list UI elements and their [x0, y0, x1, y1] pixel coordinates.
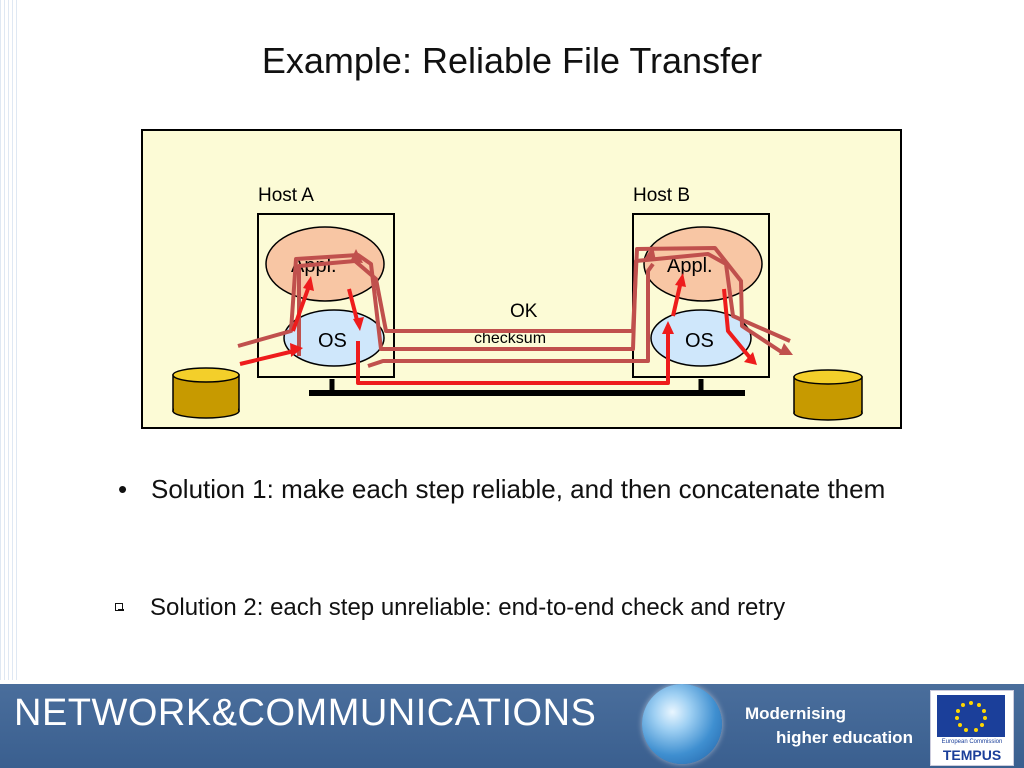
footer-slogan-line-1: Modernising	[745, 704, 847, 723]
globe-icon	[642, 684, 722, 764]
per-step-arrowheads	[290, 273, 757, 365]
footer-brand: NETWORK&COMMUNICATIONS	[14, 692, 597, 734]
end-to-end-arrowheads	[350, 246, 793, 355]
logo-name-text: TEMPUS	[942, 747, 1002, 763]
red-arrow-4	[662, 321, 674, 334]
host-b-appl-label: Appl.	[667, 255, 713, 277]
host-b-disk-icon	[793, 369, 863, 421]
arrowhead-host-a-appl	[350, 249, 363, 263]
red-segment-appl-to-os	[347, 288, 360, 325]
footer-slogan-line-2: higher education	[776, 728, 913, 747]
checksum-label: checksum	[474, 330, 546, 347]
per-step-path	[239, 280, 753, 385]
logo-org-text: European Commission	[941, 739, 1003, 745]
red-segment-over-network	[356, 331, 670, 385]
bullet-text: Solution 1: make each step reliable, and…	[151, 474, 886, 504]
host-b-os-label: OS	[685, 330, 714, 352]
red-segment-os-to-appl	[291, 285, 311, 332]
red-arrow-6	[744, 352, 757, 365]
slide-title: Example: Reliable File Transfer	[261, 40, 763, 81]
footer-banner: NETWORK&COMMUNICATIONS Modernising highe…	[0, 684, 1024, 768]
arrowhead-host-b-disk	[779, 343, 793, 355]
red-segment-os-to-appl-b	[671, 280, 683, 317]
host-a-os-label: OS	[318, 330, 347, 352]
red-arrow-1	[290, 343, 303, 357]
red-segment-appl-to-disk-b	[722, 288, 753, 361]
ok-label: OK	[510, 301, 538, 322]
host-a-box	[257, 213, 395, 378]
red-arrow-5	[675, 273, 686, 287]
left-decorative-stripes	[0, 0, 18, 680]
host-a-label: Host A	[258, 185, 314, 206]
host-b-appl-ellipse	[643, 226, 763, 302]
red-arrow-2	[303, 276, 314, 291]
tempus-logo: European Commission TEMPUS	[930, 690, 1014, 766]
red-segment-disk-to-os	[239, 349, 295, 366]
bullet-marker: •	[118, 474, 128, 504]
bullet-text: Solution 2: each step unreliable: end-to…	[150, 594, 786, 621]
end-to-end-path-inner	[297, 246, 785, 356]
red-arrow-3	[353, 317, 364, 331]
host-b-label: Host B	[633, 185, 690, 206]
square-bullet-icon	[115, 603, 124, 611]
end-to-end-paths	[237, 246, 791, 368]
file-transfer-diagram: Host A Host B Appl. Appl. OS OS OK check…	[141, 129, 902, 429]
arrowhead-host-b-appl	[644, 246, 656, 261]
eu-flag-icon	[937, 695, 1005, 737]
end-to-end-path-low	[367, 262, 655, 368]
end-to-end-path-outer	[237, 252, 791, 351]
diagram-canvas: Host A Host B Appl. Appl. OS OS OK check…	[172, 185, 863, 421]
host-a-disk-icon	[172, 367, 240, 419]
